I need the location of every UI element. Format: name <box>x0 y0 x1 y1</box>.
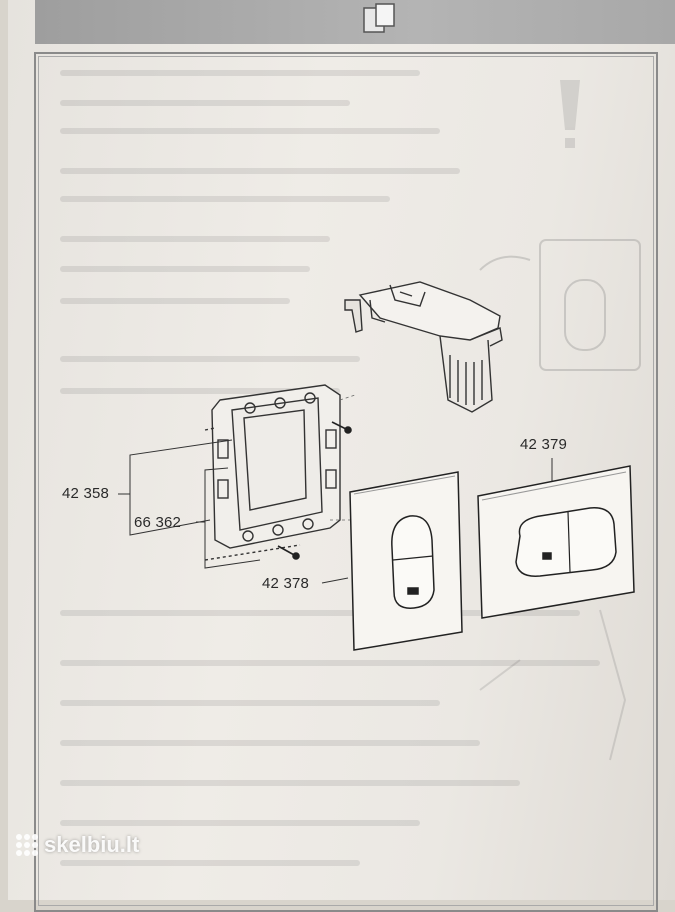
screw-top <box>331 421 352 434</box>
label-leaders <box>118 439 553 584</box>
part-number-42358: 42 358 <box>62 485 110 502</box>
watermark-text: skelbiu.lt <box>44 832 140 857</box>
actuator-mechanism <box>344 281 503 413</box>
part-number-42379: 42 379 <box>520 436 568 453</box>
watermark: skelbiu.lt <box>16 832 139 858</box>
part-number-42378: 42 378 <box>262 575 310 592</box>
faint-background-plate <box>479 239 641 371</box>
warning-mark <box>560 80 580 148</box>
part-number-66362: 66 362 <box>134 514 182 531</box>
flush-plate-42378 <box>349 471 463 651</box>
header-bar <box>35 0 675 44</box>
screw-bottom <box>277 545 300 560</box>
flush-plate-42379 <box>477 465 635 619</box>
mounting-frame <box>204 384 341 561</box>
faint-background-shapes <box>479 609 627 761</box>
header-icon <box>363 3 395 33</box>
watermark-dots-icon <box>16 834 38 856</box>
paper-sheet <box>8 0 675 900</box>
